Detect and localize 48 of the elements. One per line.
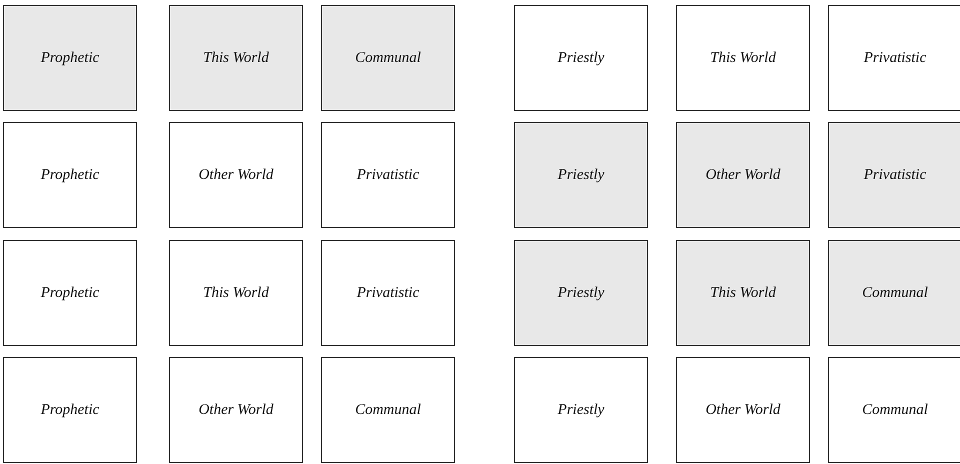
- category-label: Prophetic: [40, 284, 100, 302]
- category-label: Communal: [862, 284, 928, 302]
- category-box: [3, 122, 137, 228]
- category-box: [169, 357, 303, 463]
- category-label: Communal: [355, 402, 421, 418]
- category-label: Priestly: [558, 284, 604, 302]
- category-label: Other World: [198, 402, 274, 418]
- category-box: [828, 357, 960, 463]
- category-label: Priestly: [558, 166, 604, 184]
- category-label: This World: [203, 50, 269, 66]
- category-label: Other World: [706, 166, 780, 184]
- category-box: [321, 357, 455, 463]
- category-label: Priestly: [558, 402, 604, 418]
- category-box: [676, 240, 810, 346]
- category-label: Priestly: [558, 50, 604, 66]
- category-box: [3, 240, 137, 346]
- category-box: [676, 122, 810, 228]
- category-box: [514, 240, 648, 346]
- category-label: Other World: [706, 402, 780, 418]
- category-box: [321, 122, 455, 228]
- category-label: Privatistic: [356, 166, 420, 184]
- category-box: [169, 122, 303, 228]
- category-label: This World: [710, 50, 776, 66]
- category-label: Prophetic: [40, 166, 100, 184]
- category-label: Communal: [355, 50, 421, 66]
- category-box: [514, 5, 648, 111]
- category-box: [514, 122, 648, 228]
- category-label: Prophetic: [40, 50, 100, 66]
- category-label: Other World: [198, 166, 274, 184]
- category-box: [3, 357, 137, 463]
- category-box: [321, 5, 455, 111]
- category-box: [3, 5, 137, 111]
- category-box: [676, 5, 810, 111]
- category-box: [169, 240, 303, 346]
- category-box: [321, 240, 455, 346]
- category-box: [828, 122, 960, 228]
- category-label: Prophetic: [40, 402, 100, 418]
- category-label: Communal: [862, 402, 928, 418]
- category-label: This World: [710, 284, 776, 302]
- category-label: Privatistic: [864, 50, 926, 66]
- category-box: [676, 357, 810, 463]
- category-box: [169, 5, 303, 111]
- category-label: This World: [203, 284, 269, 302]
- category-label: Privatistic: [356, 284, 420, 302]
- category-label: Privatistic: [864, 166, 926, 184]
- category-box: [514, 357, 648, 463]
- category-box: [828, 240, 960, 346]
- category-box: [828, 5, 960, 111]
